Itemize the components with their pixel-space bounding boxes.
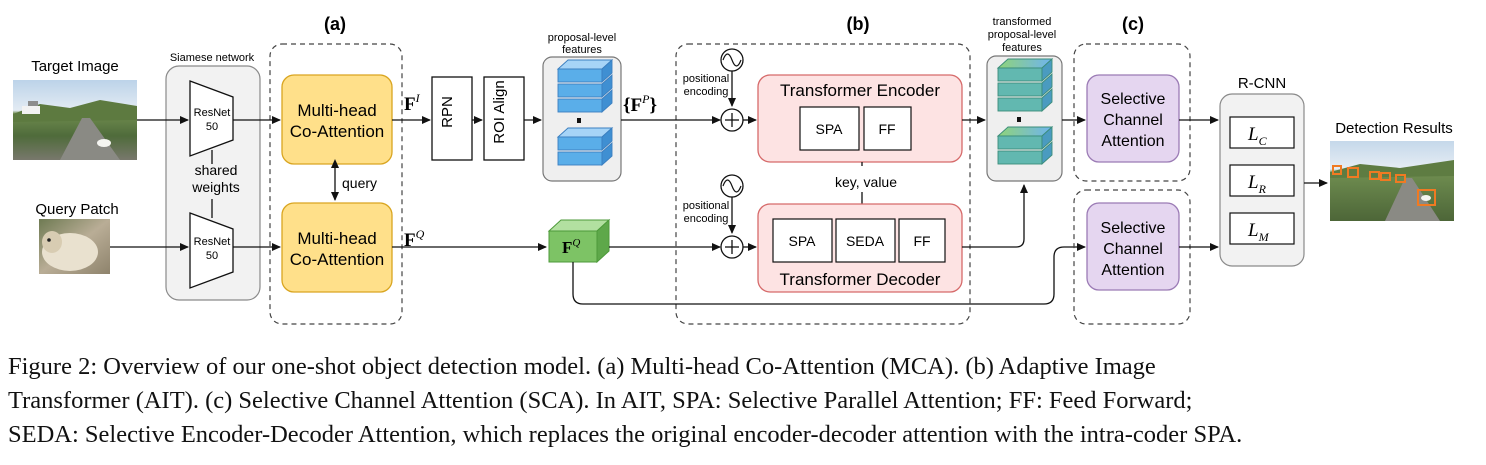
loss-lm-box: LM <box>1229 212 1295 245</box>
figure-caption: Figure 2: Overview of our one-shot objec… <box>8 350 1478 452</box>
loss-lr-box: LR <box>1229 164 1295 197</box>
resnet-bottom-line2: 50 <box>206 250 218 262</box>
add-node-top <box>720 108 744 132</box>
cube-fq-label: FQ <box>562 237 580 257</box>
svg-text:LM: LM <box>1247 220 1270 244</box>
sca-top-line3: Attention <box>1101 133 1164 150</box>
detection-results-label: Detection Results <box>1335 120 1453 137</box>
sca-bottom-line1: Selective <box>1101 220 1166 237</box>
architecture-diagram: (a) (b) (c) Target Image Query Patch Sia… <box>13 14 1454 325</box>
decoder-title: Transformer Decoder <box>780 270 941 289</box>
resnet-top-line1: ResNet <box>194 107 231 119</box>
sca-top-line1: Selective <box>1101 91 1166 108</box>
query-feature-cube: FQ <box>547 218 611 264</box>
mca-bottom-box: Multi-head Co-Attention <box>281 202 393 293</box>
sca-bottom-line2: Channel <box>1103 241 1163 258</box>
mca-bottom-line2: Co-Attention <box>290 250 385 269</box>
positional-encoding-top <box>720 48 744 72</box>
decoder-ff-label: FF <box>913 233 930 249</box>
mca-bottom-line1: Multi-head <box>297 229 376 248</box>
transformed-line1: transformed <box>993 16 1052 28</box>
decoder-seda-box <box>835 218 896 263</box>
mca-top-line2: Co-Attention <box>290 122 385 141</box>
rpn-box: RPN <box>431 76 473 161</box>
caption-line-3: SEDA: Selective Encoder-Decoder Attentio… <box>8 421 1243 448</box>
decoder-spa-label: SPA <box>789 233 817 249</box>
shared-weights-line1: shared <box>195 162 238 178</box>
resnet-bottom-line1: ResNet <box>194 236 231 248</box>
transformer-encoder: Transformer Encoder SPA FF <box>757 74 963 163</box>
pos-enc-bottom-line1: positional <box>683 200 729 212</box>
encoder-spa-label: SPA <box>816 121 844 137</box>
resnet-bottom: ResNet 50 <box>189 212 234 289</box>
encoder-ff-box <box>863 106 912 151</box>
roi-align-label: ROI Align <box>491 80 508 143</box>
proposal-cubes <box>556 58 614 167</box>
roi-align-box: ROI Align <box>483 76 525 161</box>
transformed-line3: features <box>1002 42 1042 54</box>
resnet-top-line2: 50 <box>206 121 218 133</box>
transformed-cubes <box>996 57 1054 166</box>
feature-fq-label: FQ <box>404 227 425 251</box>
section-a-region <box>269 43 403 325</box>
siamese-label: Siamese network <box>170 52 255 64</box>
pos-enc-bottom-line2: encoding <box>684 213 729 225</box>
sca-bottom-line3: Attention <box>1101 262 1164 279</box>
query-patch-image <box>39 219 110 274</box>
pos-enc-top-line2: encoding <box>684 86 729 98</box>
query-arrow-label: query <box>342 175 377 191</box>
feature-fp-label: {FP} <box>623 92 657 116</box>
rcnn-label: R-CNN <box>1238 75 1286 92</box>
sca-bottom-box: Selective Channel Attention <box>1086 202 1180 291</box>
sca-top-line2: Channel <box>1103 112 1163 129</box>
feature-fi-label: FI <box>404 91 421 115</box>
shared-weights-line2: weights <box>191 179 239 195</box>
decoder-seda-label: SEDA <box>846 233 885 249</box>
loss-lc-box: LC <box>1229 116 1295 149</box>
encoder-title: Transformer Encoder <box>780 81 940 100</box>
pos-enc-top-line1: positional <box>683 73 729 85</box>
caption-line-1: Figure 2: Overview of our one-shot objec… <box>8 353 1156 380</box>
transformer-decoder: SPA SEDA FF Transformer Decoder <box>757 203 963 293</box>
key-value-label: key, value <box>835 174 897 190</box>
section-b-region <box>675 43 971 325</box>
section-label-a: (a) <box>324 14 346 34</box>
sca-top-box: Selective Channel Attention <box>1086 74 1180 163</box>
mca-top-line1: Multi-head <box>297 101 376 120</box>
decoder-spa-box <box>772 218 833 263</box>
encoder-spa-box <box>799 106 860 151</box>
decoder-ff-box <box>898 218 946 263</box>
section-label-c: (c) <box>1122 14 1144 34</box>
target-image <box>13 80 137 160</box>
rpn-label: RPN <box>439 96 456 128</box>
positional-encoding-bottom <box>720 174 744 198</box>
target-image-label: Target Image <box>31 58 119 75</box>
section-label-b: (b) <box>847 14 870 34</box>
query-patch-label: Query Patch <box>35 201 118 218</box>
section-c-top-region <box>1073 43 1191 182</box>
svg-text:LC: LC <box>1247 124 1268 148</box>
resnet-top: ResNet 50 <box>189 80 234 157</box>
mca-top-box: Multi-head Co-Attention <box>281 74 393 165</box>
proposal-label-line2: features <box>562 44 602 56</box>
detection-results-image <box>1330 141 1454 221</box>
transformed-line2: proposal-level <box>988 29 1056 41</box>
encoder-ff-label: FF <box>878 121 895 137</box>
proposal-label-line1: proposal-level <box>548 32 616 44</box>
section-c-bottom-region <box>1073 189 1191 325</box>
add-node-bottom <box>720 235 744 259</box>
svg-text:LR: LR <box>1247 172 1267 196</box>
caption-line-2: Transformer (AIT). (c) Selective Channel… <box>8 387 1193 414</box>
